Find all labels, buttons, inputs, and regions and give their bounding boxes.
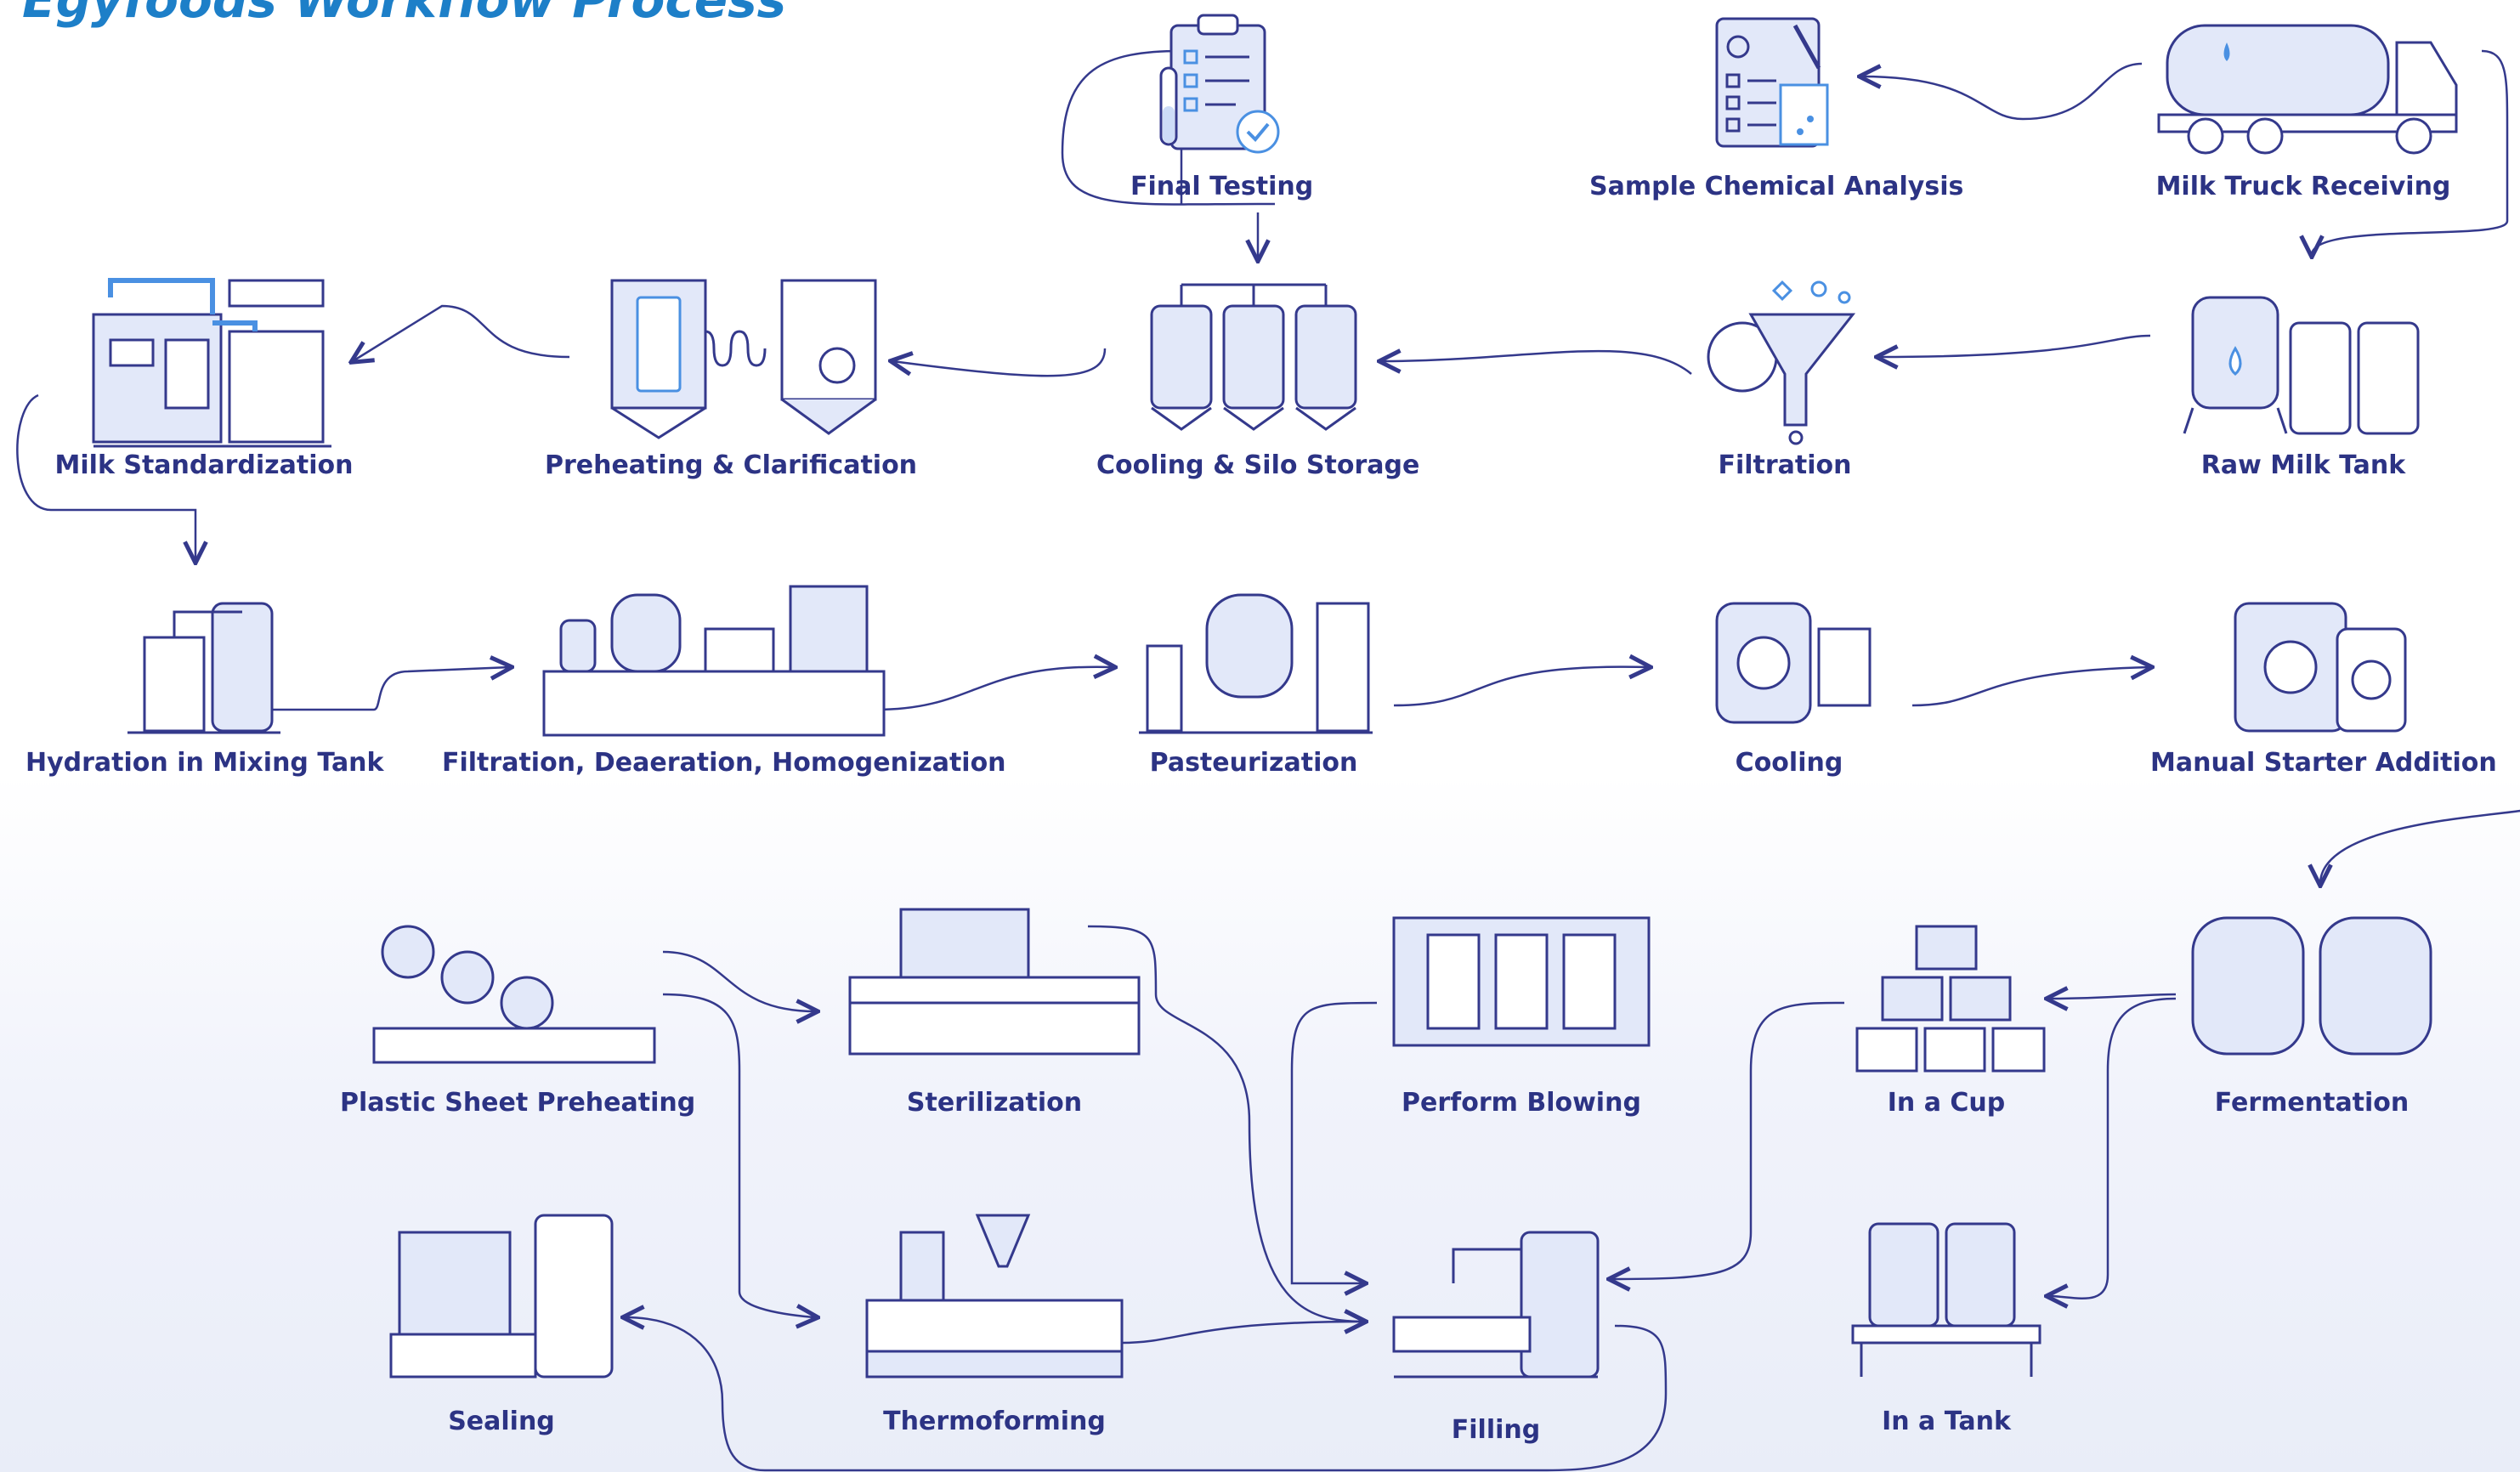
step-sample-chemical-analysis: Sample Chemical Analysis bbox=[1589, 8, 1963, 204]
page-title: Egyfoods Workflow Process bbox=[22, 0, 787, 29]
step-filtration: Filtration bbox=[1691, 272, 1878, 493]
preheater-clarifier-icon bbox=[610, 279, 877, 439]
flow-connector bbox=[662, 993, 816, 1317]
step-plastic-sheet-preheating: Plastic Sheet Preheating bbox=[340, 901, 696, 1130]
step-sealing: Sealing bbox=[374, 1198, 629, 1445]
step-pasteurization: Pasteurization bbox=[1122, 578, 1385, 790]
starter-containers-icon bbox=[2234, 602, 2407, 733]
flow-connector bbox=[625, 1317, 1668, 1472]
step-label: Sample Chemical Analysis bbox=[1589, 172, 1964, 201]
step-filtration-deaeration-homogenization: Filtration, Deaeration, Homogenization bbox=[442, 578, 1006, 790]
step-label: Sterilization bbox=[906, 1088, 1083, 1118]
flow-connector bbox=[2312, 49, 2509, 255]
step-label: In a Tank bbox=[1882, 1407, 2011, 1436]
flow-connector bbox=[2048, 994, 2177, 999]
step-label: Plastic Sheet Preheating bbox=[340, 1088, 696, 1118]
step-label: Manual Starter Addition bbox=[2150, 748, 2497, 778]
flow-connector bbox=[2320, 809, 2520, 884]
step-cooling: Cooling bbox=[1700, 578, 1878, 790]
milk-tank-cans-icon bbox=[2183, 296, 2420, 435]
sterilizer-conveyor-icon bbox=[848, 908, 1141, 1056]
step-in-a-tank: In a Tank bbox=[1844, 1198, 2048, 1445]
stacked-cups-icon bbox=[1855, 925, 2046, 1073]
step-label: Cooling bbox=[1735, 748, 1843, 778]
standardization-machine-icon bbox=[92, 278, 331, 448]
step-label: Pasteurization bbox=[1149, 748, 1358, 778]
flow-connector bbox=[1290, 1001, 1378, 1283]
sheet-rollers-icon bbox=[372, 925, 656, 1064]
step-label: Raw Milk Tank bbox=[2200, 450, 2406, 480]
storage-tanks-icon bbox=[1851, 1222, 2041, 1377]
step-label: Filtration bbox=[1718, 450, 1852, 480]
step-label: Cooling & Silo Storage bbox=[1096, 450, 1420, 480]
thermoforming-conveyor-icon bbox=[865, 1214, 1124, 1379]
step-raw-milk-tank: Raw Milk Tank bbox=[2159, 272, 2448, 493]
fermentation-tanks-icon bbox=[2191, 916, 2432, 1056]
flow-connector bbox=[1087, 925, 1364, 1322]
step-label: Sealing bbox=[448, 1407, 555, 1436]
step-label: Milk Standardization bbox=[54, 450, 354, 480]
step-label: In a Cup bbox=[1887, 1088, 2006, 1118]
step-label: Thermoforming bbox=[883, 1407, 1106, 1436]
flow-connector bbox=[1878, 334, 2151, 357]
flow-connector bbox=[875, 667, 1113, 711]
flow-connector bbox=[1611, 1001, 1845, 1279]
step-milk-standardization: Milk Standardization bbox=[34, 272, 374, 493]
flow-connector bbox=[2048, 997, 2177, 1299]
step-hydration-mixing-tank: Hydration in Mixing Tank bbox=[25, 578, 384, 790]
step-cooling-silo-storage: Cooling & Silo Storage bbox=[1096, 272, 1420, 493]
processing-plant-icon bbox=[542, 585, 886, 737]
step-thermoforming: Thermoforming bbox=[841, 1198, 1147, 1445]
step-label: Final Testing bbox=[1130, 172, 1314, 201]
mixing-tanks-icon bbox=[127, 602, 280, 734]
step-filling: Filling bbox=[1377, 1198, 1615, 1445]
step-label: Milk Truck Receiving bbox=[2155, 172, 2451, 201]
milk-tanker-truck-icon bbox=[2157, 24, 2458, 155]
flow-connector bbox=[1911, 667, 2150, 707]
flow-connector bbox=[272, 667, 510, 711]
step-label: Perform Blowing bbox=[1402, 1088, 1641, 1118]
flow-connector bbox=[892, 348, 1107, 377]
step-in-a-cup: In a Cup bbox=[1844, 901, 2048, 1130]
pasteurizer-icon bbox=[1139, 593, 1373, 734]
flow-connector bbox=[16, 393, 195, 561]
funnel-filter-icon bbox=[1707, 280, 1856, 445]
step-milk-truck-receiving: Milk Truck Receiving bbox=[2142, 8, 2465, 204]
step-label: Filling bbox=[1451, 1415, 1541, 1445]
flow-connector bbox=[1061, 49, 1275, 259]
flow-connector bbox=[1393, 667, 1649, 707]
flow-connector bbox=[1121, 1322, 1364, 1345]
step-fermentation: Fermentation bbox=[2176, 901, 2448, 1130]
flow-connector bbox=[353, 304, 570, 361]
sealing-machine-icon bbox=[389, 1214, 614, 1379]
flow-connector bbox=[1861, 62, 2143, 121]
step-manual-starter-addition: Manual Starter Addition bbox=[2150, 578, 2497, 790]
step-final-testing: Final Testing bbox=[1130, 8, 1314, 204]
step-label: Hydration in Mixing Tank bbox=[25, 748, 384, 778]
silos-icon bbox=[1150, 283, 1357, 431]
step-perform-blowing: Perform Blowing bbox=[1377, 901, 1666, 1130]
step-sterilization: Sterilization bbox=[833, 901, 1156, 1130]
step-preheating-clarification: Preheating & Clarification bbox=[544, 272, 918, 493]
step-label: Fermentation bbox=[2214, 1088, 2410, 1118]
step-label: Filtration, Deaeration, Homogenization bbox=[442, 748, 1006, 778]
step-label: Preheating & Clarification bbox=[544, 450, 918, 480]
lab-analysis-icon bbox=[1715, 17, 1829, 148]
flow-connector bbox=[1381, 351, 1692, 375]
blowing-machine-icon bbox=[1392, 916, 1651, 1047]
filling-machine-icon bbox=[1392, 1231, 1600, 1379]
flow-connector bbox=[662, 950, 816, 1011]
clipboard-test-tubes-icon bbox=[1159, 14, 1280, 154]
cooling-unit-icon bbox=[1715, 602, 1872, 724]
